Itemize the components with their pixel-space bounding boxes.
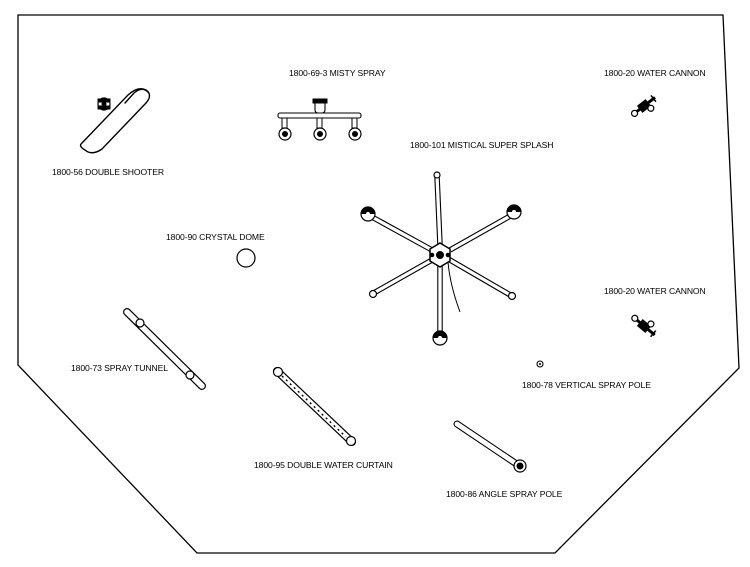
double-water-curtain[interactable] [272,366,357,447]
misty-spray[interactable]: 1800-69-3 MISTY SPRAY [277,68,386,141]
mistical-super-splash-label: 1800-101 MISTICAL SUPER SPLASH [410,140,553,150]
mistical-super-splash[interactable] [360,171,522,346]
double-shooter-label: 1800-56 DOUBLE SHOOTER [52,167,164,177]
misty-spray-label: 1800-69-3 MISTY SPRAY [289,68,386,78]
water-cannon-top-label: 1800-20 WATER CANNON [604,68,706,78]
water-cannon-top[interactable] [630,94,661,122]
angle-spray-pole[interactable] [453,420,527,473]
water-cannon-bottom-label: 1800-20 WATER CANNON [604,286,706,296]
water-cannon-bottom[interactable] [630,309,661,338]
double-shooter[interactable] [79,88,151,154]
pad-outline [17,14,740,554]
angle-spray-pole-label: 1800-86 ANGLE SPRAY POLE [446,489,563,499]
double-water-curtain-label: 1800-95 DOUBLE WATER CURTAIN [254,460,393,470]
spray-tunnel[interactable] [123,308,206,390]
crystal-dome[interactable] [236,248,256,268]
vertical-spray-pole-label: 1800-78 VERTICAL SPRAY POLE [522,380,651,390]
crystal-dome-label: 1800-90 CRYSTAL DOME [166,232,265,242]
spray-tunnel-label: 1800-73 SPRAY TUNNEL [71,363,168,373]
